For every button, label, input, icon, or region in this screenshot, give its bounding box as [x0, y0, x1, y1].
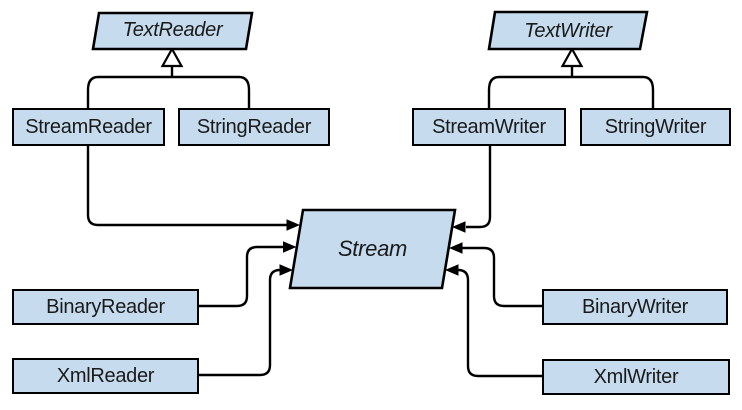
edge-binaryreader-stream: [199, 245, 284, 308]
node-label-stream: Stream: [337, 236, 408, 261]
hollow-triangle-arrow-icon-textwriter: [560, 46, 584, 68]
edge-binarywriter-stream: [462, 246, 542, 308]
node-streamwriter: StreamWriter: [412, 108, 566, 146]
edge-streamwriter-stream: [466, 146, 492, 229]
node-binaryreader: BinaryReader: [12, 289, 199, 325]
node-stringreader: StringReader: [178, 108, 330, 146]
node-label-textreader: TextReader: [122, 19, 223, 41]
node-label-textwriter: TextWriter: [524, 19, 612, 42]
node-streamreader: StreamReader: [12, 108, 165, 146]
node-xmlreader: XmlReader: [12, 358, 199, 394]
edge-xmlreader-stream: [199, 268, 281, 377]
node-binarywriter: BinaryWriter: [542, 289, 728, 325]
inheritance-bracket-writers: [487, 75, 655, 108]
node-stringwriter: StringWriter: [580, 108, 731, 146]
edge-xmlwriter-stream: [457, 268, 542, 378]
node-xmlwriter: XmlWriter: [542, 359, 730, 395]
edge-streamreader-stream: [86, 146, 288, 227]
hollow-triangle-arrow-icon-textreader: [160, 46, 184, 68]
inheritance-bracket-readers: [86, 75, 251, 108]
